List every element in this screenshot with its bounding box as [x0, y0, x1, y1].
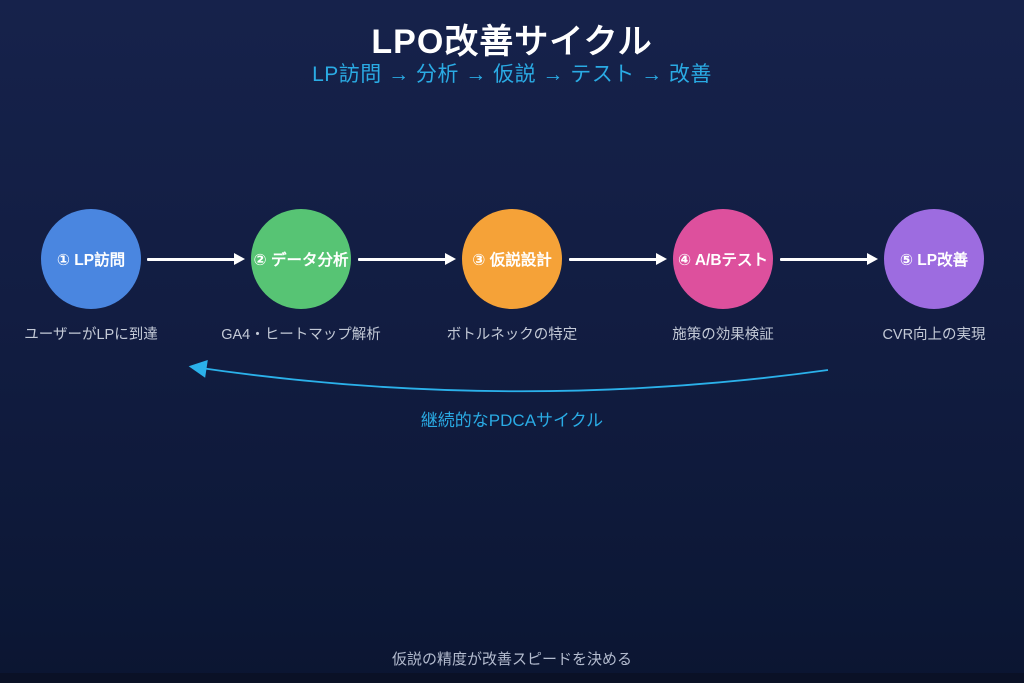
step-caption: GA4・ヒートマップ解析 [221, 327, 381, 343]
step-lp-improve: ⑤ LP改善 CVR向上の実現 [824, 209, 1024, 344]
step-caption: CVR向上の実現 [882, 327, 986, 343]
step-caption: ユーザーがLPに到達 [24, 327, 158, 343]
step-circle: ⑤ LP改善 [884, 209, 984, 309]
arrow-right-icon [656, 253, 667, 265]
step-caption: ボトルネックの特定 [446, 327, 578, 343]
step-circle: ② データ分析 [251, 209, 351, 309]
step-label: ⑤ LP改善 [899, 252, 969, 269]
loop-curve [188, 359, 829, 393]
bottom-strip [0, 673, 1024, 683]
footer-note: 仮説の精度が改善スピードを決める [391, 651, 632, 668]
step-caption: 施策の効果検証 [672, 327, 774, 343]
page-title: LPO改善サイクル [371, 23, 653, 61]
page-subtitle: LP訪問 → 分析 → 仮説 → テスト → 改善 [312, 63, 712, 86]
flow-arrow [147, 252, 245, 266]
step-lp-visit: ① LP訪問 ユーザーがLPに到達 [0, 209, 201, 344]
step-label: ③ 仮説設計 [472, 252, 552, 269]
feedback-loop-arrow [188, 359, 829, 393]
flow-arrow [358, 252, 456, 266]
step-circle: ③ 仮説設計 [462, 209, 562, 309]
arrow-shaft [780, 257, 868, 261]
flow-arrow [780, 252, 878, 266]
arrow-shaft [147, 257, 235, 261]
step-label: ④ A/Bテスト [677, 252, 769, 269]
loop-label: 継続的なPDCAサイクル [420, 411, 604, 430]
step-hypothesis: ③ 仮説設計 ボトルネックの特定 [402, 209, 622, 344]
arrow-right-icon [234, 253, 245, 265]
step-circle: ④ A/Bテスト [673, 209, 773, 309]
arrow-right-icon [445, 253, 456, 265]
step-data-analysis: ② データ分析 GA4・ヒートマップ解析 [191, 209, 411, 344]
arrow-shaft [569, 257, 657, 261]
arrow-shaft [358, 257, 446, 261]
step-ab-test: ④ A/Bテスト 施策の効果検証 [613, 209, 833, 344]
step-circle: ① LP訪問 [41, 209, 141, 309]
arrow-right-icon [867, 253, 878, 265]
flow-arrow [569, 252, 667, 266]
step-label: ① LP訪問 [56, 252, 126, 269]
step-label: ② データ分析 [253, 252, 349, 269]
